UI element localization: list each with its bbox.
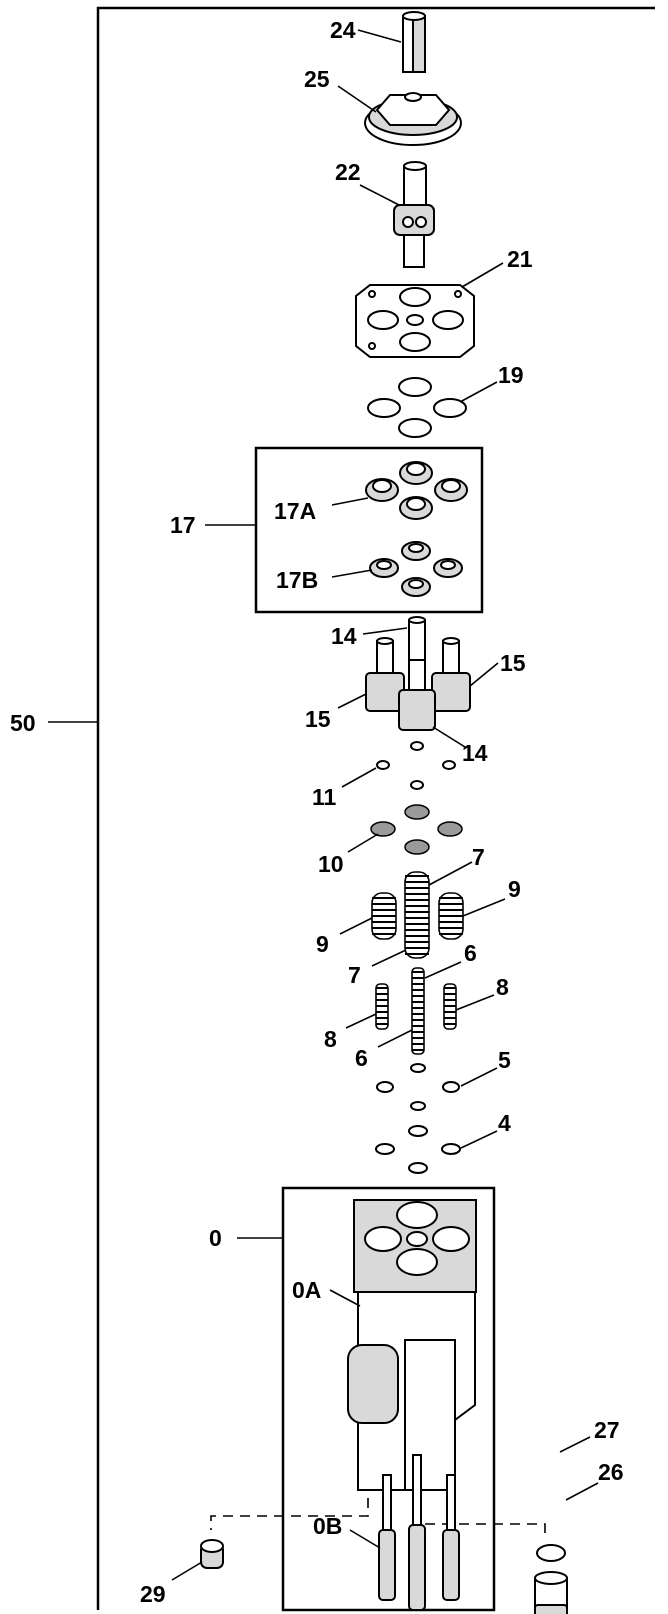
leader-27 — [559, 1436, 591, 1453]
leader-0b — [349, 1529, 381, 1549]
label-19: 19 — [498, 362, 524, 388]
label-25: 25 — [304, 66, 330, 92]
label-15b: 15 — [305, 706, 331, 732]
leader-7a — [428, 861, 473, 886]
leader-10 — [347, 833, 379, 853]
label-7b: 7 — [348, 962, 361, 988]
leader-17b — [331, 569, 373, 578]
part-21-plate — [355, 284, 475, 358]
leader-6a — [424, 961, 462, 979]
leader-7b — [371, 949, 407, 967]
part-22-coupling — [393, 161, 435, 268]
leader-14a — [362, 627, 408, 635]
part-5-washers — [376, 1063, 460, 1111]
label-17: 17 — [170, 512, 196, 538]
leader-21 — [461, 262, 504, 288]
part-24-hex-plug — [402, 11, 426, 73]
label-4: 4 — [498, 1110, 511, 1136]
label-9a: 9 — [508, 876, 521, 902]
leader-15a — [469, 662, 499, 687]
label-0: 0 — [209, 1225, 222, 1251]
label-0b: 0B — [313, 1513, 342, 1539]
part-25-flange-nut — [364, 92, 462, 146]
leader-9a — [462, 898, 506, 917]
label-7a: 7 — [472, 844, 485, 870]
label-27: 27 — [594, 1417, 620, 1443]
housing-box — [281, 1186, 496, 1612]
label-22: 22 — [335, 159, 361, 185]
leader-6b — [377, 1029, 413, 1048]
part-29-fitting — [200, 1539, 224, 1569]
label-6b: 6 — [355, 1045, 368, 1071]
leader-15b — [337, 693, 367, 709]
label-24: 24 — [330, 17, 356, 43]
connector-26 — [416, 1498, 546, 1540]
leader-19 — [459, 381, 498, 403]
part-0b-cores — [378, 1454, 460, 1611]
leader-14b — [432, 726, 466, 748]
leader-4 — [460, 1130, 498, 1149]
leader-5 — [460, 1067, 498, 1087]
label-21: 21 — [507, 246, 533, 272]
label-29: 29 — [140, 1581, 166, 1607]
leader-0a — [329, 1289, 361, 1307]
part-17a-seals — [365, 461, 468, 520]
label-8b: 8 — [324, 1026, 337, 1052]
seal-kit-box — [254, 446, 484, 614]
part-10-retainers — [370, 804, 463, 855]
part-4-washers — [375, 1125, 461, 1174]
part-7-9-springs — [371, 871, 464, 959]
leader-9b — [339, 917, 373, 935]
part-0a-housing — [347, 1199, 477, 1491]
label-5: 5 — [498, 1047, 511, 1073]
leader-8a — [455, 994, 495, 1011]
leader-25 — [337, 85, 377, 113]
part-11-clips — [376, 741, 456, 790]
part-6-8-springs — [375, 967, 457, 1055]
label-8a: 8 — [496, 974, 509, 1000]
label-17a: 17A — [274, 498, 316, 524]
label-15a: 15 — [500, 650, 526, 676]
part-17b-seals — [369, 541, 463, 597]
label-14a: 14 — [331, 623, 357, 649]
leader-26 — [565, 1482, 599, 1501]
label-50: 50 — [10, 710, 36, 736]
leader-24 — [357, 29, 402, 43]
label-0a: 0A — [292, 1277, 321, 1303]
label-26: 26 — [598, 1459, 624, 1485]
label-9b: 9 — [316, 931, 329, 957]
label-14b: 14 — [462, 740, 488, 766]
label-6a: 6 — [464, 940, 477, 966]
assembly-frame — [96, 6, 655, 1610]
label-10: 10 — [318, 851, 344, 877]
part-27-26-28 — [534, 1544, 568, 1614]
leader-8b — [345, 1013, 377, 1029]
part-14-15-plungers — [365, 616, 471, 731]
leader-17a — [331, 497, 369, 506]
part-19-o-rings — [367, 377, 467, 438]
label-11: 11 — [312, 784, 337, 810]
leader-29 — [171, 1561, 203, 1581]
leader-11 — [341, 767, 377, 788]
connector-29 — [210, 1498, 369, 1530]
label-17b: 17B — [276, 567, 318, 593]
leader-22 — [359, 184, 400, 206]
